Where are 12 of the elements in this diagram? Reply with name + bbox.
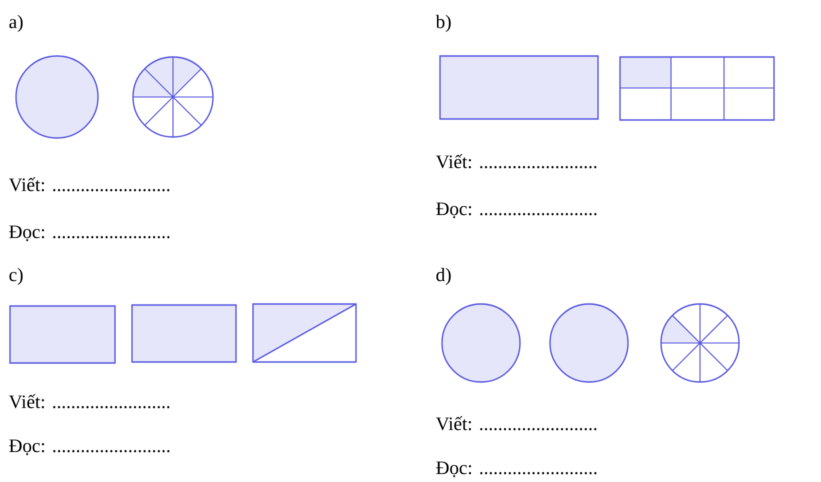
fill-in-line: Đọc: ......................... — [9, 440, 170, 456]
fill-in-line: Đọc: ......................... — [9, 226, 170, 242]
section-label: b) — [436, 14, 451, 32]
section-label: d) — [436, 268, 451, 286]
fill-in-line: Viết: ......................... — [436, 154, 596, 168]
fill-in-line: Đọc: ......................... — [436, 462, 596, 478]
fill-in-line: Viết: ......................... — [8, 177, 170, 192]
section-label: c) — [9, 268, 23, 286]
fill-in-line: Viết: ......................... — [436, 416, 596, 430]
section-label: a) — [9, 14, 23, 32]
fill-in-line: Đọc: ......................... — [436, 202, 596, 218]
fill-in-line: Viết: ......................... — [8, 394, 170, 408]
